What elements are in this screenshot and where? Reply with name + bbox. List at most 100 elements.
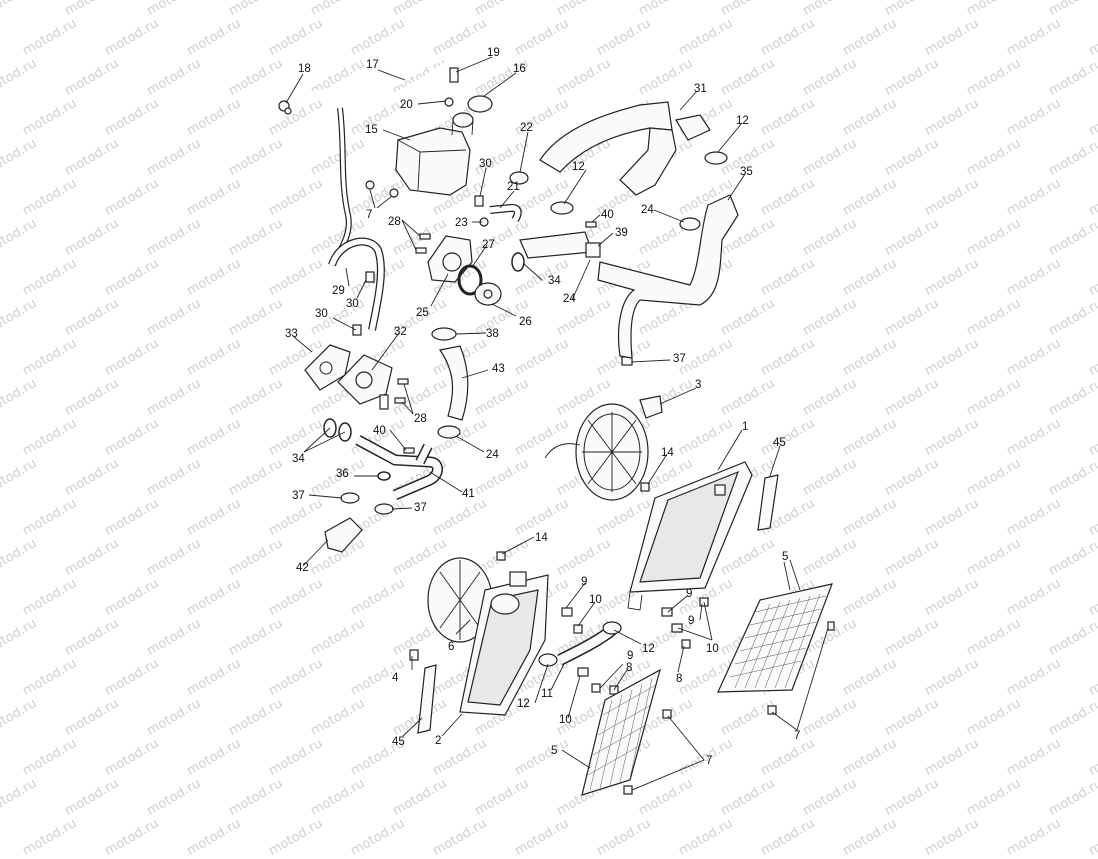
bolt-40-a	[403, 447, 415, 454]
o-ring-27	[457, 264, 483, 296]
callout-6: 6	[448, 641, 454, 653]
callout-11: 11	[541, 688, 553, 700]
gasket-33	[304, 344, 351, 391]
callout-9-c: 9	[688, 615, 694, 627]
callout-30-c: 30	[315, 308, 328, 320]
clamp-24-a	[437, 425, 461, 439]
callout-12-a: 12	[736, 115, 749, 127]
clamp-18	[278, 100, 292, 115]
clip-30-b	[352, 271, 375, 336]
grommet-14-a	[640, 482, 650, 492]
callout-8-b: 8	[626, 662, 632, 674]
callout-numbers: 18 17 19 16 20 15 22 30 21 23 7 28 27 25…	[285, 47, 800, 767]
callout-12-b: 12	[572, 161, 585, 173]
callout-28-b: 28	[414, 413, 427, 425]
callout-26: 26	[519, 316, 532, 328]
bolt-4	[409, 649, 419, 661]
clip-7-small	[365, 180, 399, 198]
hose-43	[438, 345, 469, 421]
callout-9-d: 9	[627, 650, 633, 662]
strip-45-right	[757, 474, 779, 531]
guard-5-left	[581, 668, 661, 796]
callout-4: 4	[392, 672, 399, 684]
callout-18: 18	[298, 63, 311, 75]
clamp-38	[431, 327, 457, 341]
clamp-22	[509, 171, 529, 185]
callout-30-a: 30	[479, 158, 492, 170]
hose-31	[539, 101, 711, 196]
callout-31: 31	[694, 83, 707, 95]
pipe-41	[355, 435, 443, 501]
guard-5-right	[717, 583, 833, 693]
bolts-28	[394, 233, 431, 404]
callout-9-a: 9	[581, 576, 587, 588]
callout-24-a: 24	[486, 449, 499, 461]
hose-35	[597, 194, 739, 359]
clip-30-a	[474, 195, 484, 207]
callout-37-b: 37	[414, 502, 427, 514]
grommet-14-b	[496, 551, 506, 561]
callout-34-b: 34	[548, 275, 561, 287]
clamp-24-b	[679, 217, 701, 231]
callout-45-b: 45	[392, 736, 405, 748]
callout-10-b: 10	[706, 643, 719, 655]
expansion-tank-15	[395, 112, 474, 196]
callout-15: 15	[365, 124, 378, 136]
callout-27: 27	[482, 239, 495, 251]
water-pump-cover-32	[337, 354, 393, 410]
callout-40-b: 40	[601, 209, 614, 221]
callout-24-b: 24	[641, 204, 654, 216]
callout-29: 29	[332, 285, 345, 297]
callout-7-a: 7	[366, 209, 372, 221]
cooling-system-drawing: 18 17 19 16 20 15 22 30 21 23 7 28 27 25…	[278, 37, 835, 796]
o-rings-34	[323, 418, 352, 442]
callout-14-a: 14	[661, 447, 674, 459]
strip-45-left	[417, 664, 437, 734]
clip-20	[444, 97, 454, 107]
callout-34-a: 34	[292, 453, 305, 465]
callout-8-a: 8	[676, 673, 682, 685]
cap-16	[467, 95, 493, 113]
thermostat-housing-25	[427, 235, 473, 283]
callout-38: 38	[486, 328, 499, 340]
boot-42	[324, 517, 363, 553]
callout-25: 25	[416, 307, 429, 319]
callout-22: 22	[520, 122, 533, 134]
callout-10-a: 10	[589, 594, 602, 606]
callout-24-c: 24	[563, 293, 576, 305]
thermostat-26	[474, 282, 502, 306]
callout-37-c: 37	[673, 353, 686, 365]
hose-11	[557, 625, 616, 666]
callout-12-c: 12	[642, 643, 655, 655]
clamp-12-b	[550, 201, 574, 215]
hose-21	[489, 203, 522, 223]
callout-7-c: 7	[706, 755, 712, 767]
callout-36: 36	[336, 468, 349, 480]
callout-17: 17	[366, 59, 379, 71]
fitting-19	[449, 67, 459, 83]
callout-1: 1	[742, 421, 748, 433]
fan-3	[544, 395, 663, 501]
radiator-1	[627, 461, 753, 611]
callout-10-c: 10	[559, 714, 572, 726]
clamp-12-a	[704, 151, 728, 165]
callout-12-d: 12	[517, 698, 530, 710]
callout-40-a: 40	[373, 425, 386, 437]
callout-2: 2	[435, 735, 441, 747]
callout-35: 35	[740, 166, 753, 178]
callout-5-a: 5	[782, 551, 788, 563]
callout-5-b: 5	[551, 745, 557, 757]
callout-32: 32	[394, 326, 407, 338]
callout-41: 41	[462, 488, 475, 500]
callout-19: 19	[487, 47, 500, 59]
callout-45-a: 45	[773, 437, 786, 449]
pipe-39	[519, 231, 601, 259]
callout-37-a: 37	[292, 490, 305, 502]
callout-7-b: 7	[794, 730, 800, 742]
callout-43: 43	[492, 363, 505, 375]
callout-20: 20	[400, 99, 413, 111]
radiator-2	[459, 571, 549, 716]
o-ring-34-b	[511, 252, 525, 272]
o-ring-36	[377, 471, 391, 481]
